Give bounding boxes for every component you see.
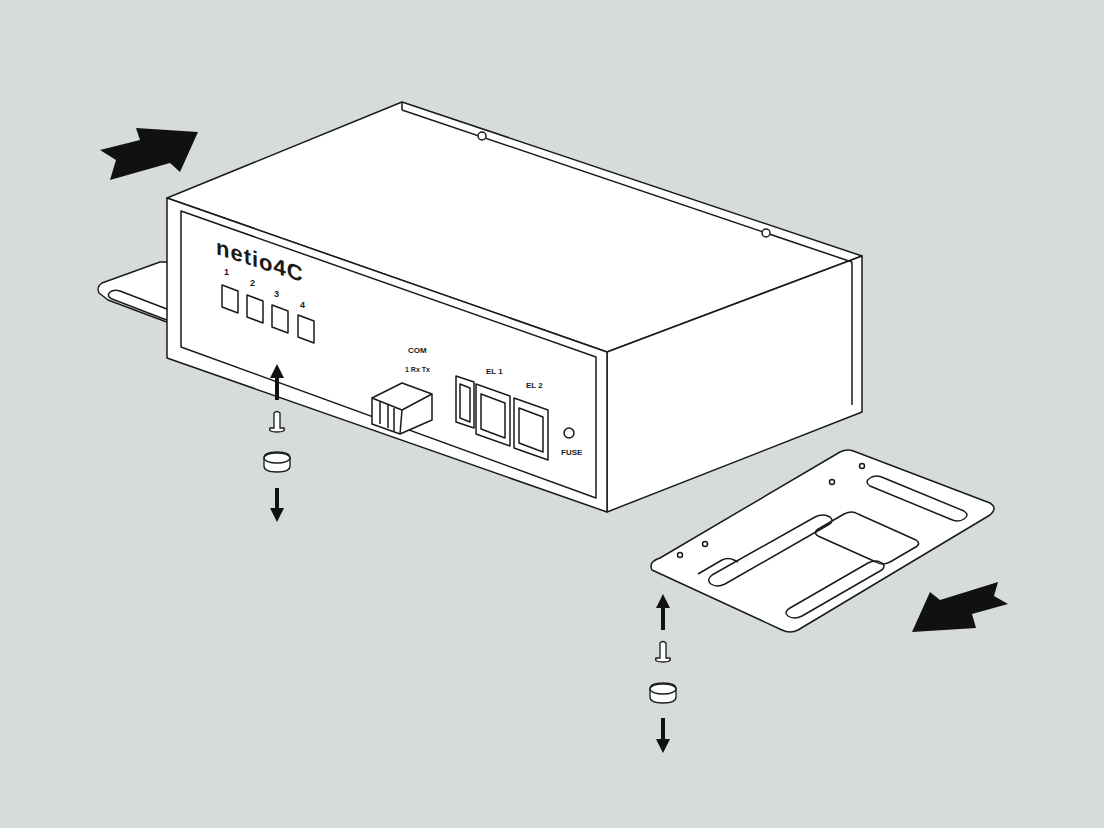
device-front <box>167 198 607 512</box>
direction-arrow <box>100 128 198 180</box>
bracket-slot <box>786 561 884 618</box>
bracket-slot <box>867 476 967 521</box>
pin-label: 1 Rx Tx <box>405 366 430 373</box>
button-number: 3 <box>274 290 279 299</box>
direction-arrow <box>912 582 1008 632</box>
rubber-foot <box>264 452 290 472</box>
terminal-block <box>372 383 432 434</box>
screw <box>270 412 285 433</box>
port-label: COM <box>408 347 427 355</box>
port-label: EL 2 <box>526 382 543 390</box>
button-number: 4 <box>300 301 305 310</box>
fuse-holder <box>564 428 574 438</box>
front-panel <box>181 211 596 498</box>
rubber-foot <box>650 683 676 703</box>
rj45-port <box>476 384 510 446</box>
port-label: FUSE <box>561 449 582 457</box>
screw <box>656 642 671 663</box>
port-label: EL 1 <box>486 368 503 376</box>
screw-arrow <box>270 364 670 753</box>
usb-port <box>456 376 474 428</box>
bracket-slot <box>815 512 918 564</box>
button-number: 2 <box>250 279 255 288</box>
bracket-slot <box>108 290 175 320</box>
bracket-slot <box>709 515 832 586</box>
button-number: 1 <box>224 268 229 277</box>
rj45-port <box>514 398 548 460</box>
